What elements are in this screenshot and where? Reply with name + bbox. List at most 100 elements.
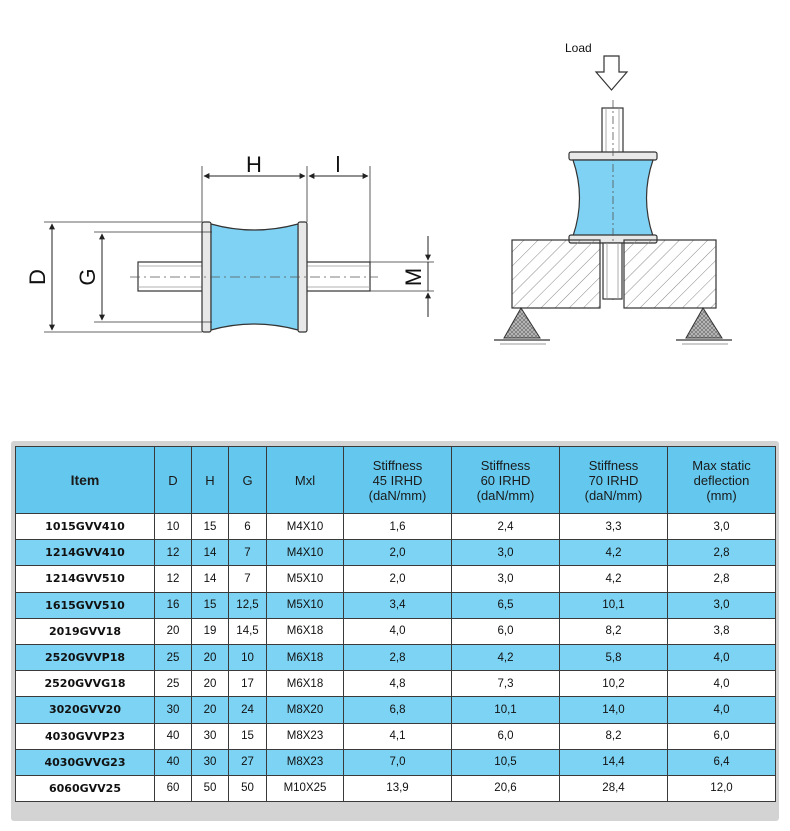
base-block-right <box>623 239 717 309</box>
cell-stiffness-45: 4,8 <box>343 670 452 698</box>
left-stud <box>137 261 205 292</box>
cell-h: 15 <box>191 512 229 541</box>
header-max-deflection-l3: (mm) <box>706 487 737 503</box>
header-stiffness-45-l1: Stiffness <box>372 457 423 473</box>
cell-g: 10 <box>228 643 267 672</box>
cell-h: 14 <box>191 539 229 567</box>
cell-max-deflection: 2,8 <box>667 539 776 567</box>
cell-stiffness-60: 7,3 <box>451 670 560 698</box>
cell-max-deflection: 3,8 <box>667 617 776 645</box>
load-arrow <box>594 55 629 91</box>
bottom-stud <box>602 242 623 300</box>
cell-d: 40 <box>154 722 192 750</box>
header-stiffness-70-l3: (daN/mm) <box>584 487 643 503</box>
header-max-deflection-l2: deflection <box>693 472 750 488</box>
cell-mxl: M6X18 <box>266 643 344 672</box>
cell-stiffness-70: 8,2 <box>559 617 668 645</box>
cell-mxl: M10X25 <box>266 774 344 803</box>
cell-stiffness-60: 20,6 <box>451 774 560 803</box>
cell-mxl: M5X10 <box>266 591 344 619</box>
cell-stiffness-60: 3,0 <box>451 539 560 567</box>
cell-max-deflection: 6,0 <box>667 722 776 750</box>
cell-d: 12 <box>154 539 192 567</box>
cell-stiffness-45: 1,6 <box>343 512 452 541</box>
header-stiffness-60: Stiffness 60 IRHD (daN/mm) <box>451 446 560 514</box>
cell-item: 3020GVV20 <box>15 696 155 724</box>
side-view-drawing: H l D G M <box>25 152 434 333</box>
dim-label-d: D <box>25 269 50 285</box>
cell-stiffness-45: 2,8 <box>343 643 452 672</box>
cell-stiffness-45: 7,0 <box>343 748 452 776</box>
cell-stiffness-45: 4,1 <box>343 722 452 750</box>
cell-max-deflection: 3,0 <box>667 591 776 619</box>
cell-stiffness-70: 3,3 <box>559 512 668 541</box>
cell-h: 30 <box>191 748 229 776</box>
cell-h: 19 <box>191 617 229 645</box>
cell-h: 50 <box>191 774 229 803</box>
cell-item: 6060GVV25 <box>15 774 155 803</box>
cell-max-deflection: 4,0 <box>667 670 776 698</box>
cell-g: 14,5 <box>228 617 267 645</box>
header-d: D <box>154 446 192 514</box>
cell-g: 17 <box>228 670 267 698</box>
cell-g: 12,5 <box>228 591 267 619</box>
cell-stiffness-70: 5,8 <box>559 643 668 672</box>
support-right <box>685 307 723 339</box>
cell-max-deflection: 12,0 <box>667 774 776 803</box>
header-h: H <box>191 446 229 514</box>
cell-h: 20 <box>191 670 229 698</box>
cell-item: 2520GVVG18 <box>15 670 155 698</box>
dim-label-m: M <box>401 268 426 286</box>
header-max-deflection-l1: Max static <box>692 457 751 473</box>
header-stiffness-70-l1: Stiffness <box>588 457 639 473</box>
cell-d: 60 <box>154 774 192 803</box>
cell-stiffness-70: 14,0 <box>559 696 668 724</box>
header-g: G <box>228 446 267 514</box>
header-stiffness-70-l2: 70 IRHD <box>588 472 639 488</box>
cell-stiffness-60: 6,0 <box>451 722 560 750</box>
cell-max-deflection: 4,0 <box>667 696 776 724</box>
cell-h: 15 <box>191 591 229 619</box>
cell-stiffness-70: 4,2 <box>559 565 668 593</box>
support-left <box>503 307 541 339</box>
header-stiffness-70: Stiffness 70 IRHD (daN/mm) <box>559 446 668 514</box>
cell-d: 25 <box>154 643 192 672</box>
left-plate <box>201 221 212 333</box>
cell-stiffness-45: 6,8 <box>343 696 452 724</box>
cell-mxl: M4X10 <box>266 539 344 567</box>
base-block-left <box>511 239 601 309</box>
cell-item: 1615GVV510 <box>15 591 155 619</box>
cell-stiffness-45: 4,0 <box>343 617 452 645</box>
cell-stiffness-60: 3,0 <box>451 565 560 593</box>
header-max-deflection: Max static deflection (mm) <box>667 446 776 514</box>
cell-g: 27 <box>228 748 267 776</box>
cell-stiffness-70: 4,2 <box>559 539 668 567</box>
header-stiffness-60-l3: (daN/mm) <box>476 487 535 503</box>
spec-table: Item D H G Mxl Stiffness 45 IRHD (daN/mm… <box>15 446 776 803</box>
cell-stiffness-70: 8,2 <box>559 722 668 750</box>
cell-stiffness-70: 14,4 <box>559 748 668 776</box>
cell-stiffness-60: 10,1 <box>451 696 560 724</box>
header-stiffness-60-l1: Stiffness <box>480 457 531 473</box>
cell-h: 20 <box>191 696 229 724</box>
top-stud <box>601 107 624 155</box>
cell-h: 14 <box>191 565 229 593</box>
cell-g: 6 <box>228 512 267 541</box>
cell-d: 30 <box>154 696 192 724</box>
cell-max-deflection: 2,8 <box>667 565 776 593</box>
cell-stiffness-45: 13,9 <box>343 774 452 803</box>
cell-mxl: M6X18 <box>266 617 344 645</box>
header-stiffness-60-l2: 60 IRHD <box>480 472 531 488</box>
cell-max-deflection: 4,0 <box>667 643 776 672</box>
cell-mxl: M4X10 <box>266 512 344 541</box>
cell-stiffness-60: 4,2 <box>451 643 560 672</box>
